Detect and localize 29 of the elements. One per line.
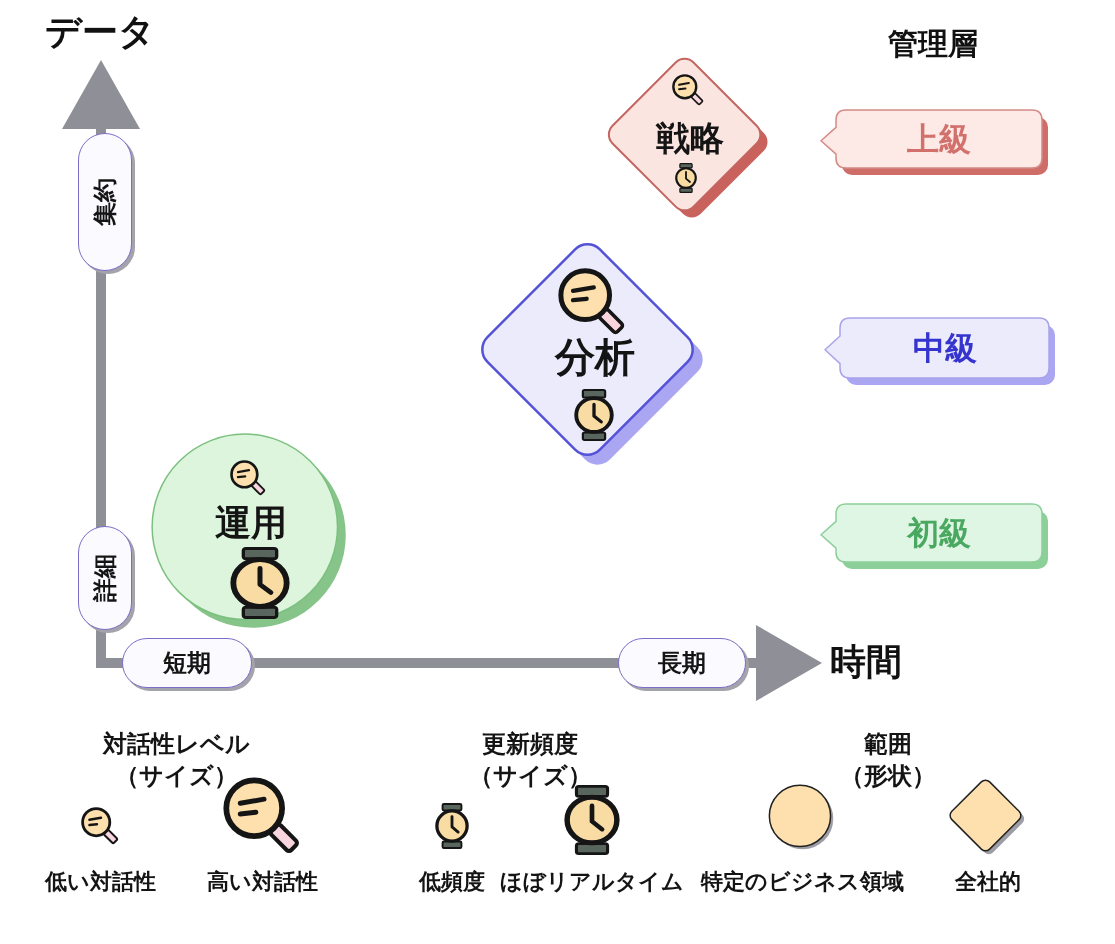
legend-label: ほぼリアルタイム (500, 869, 684, 894)
level-label: 中級 (912, 328, 977, 368)
axis-pill (122, 638, 252, 688)
speech-bubble (822, 316, 1057, 388)
axis-pill (78, 526, 132, 630)
legend-heading: 範囲（形状） (840, 730, 936, 791)
legend-label: 高い対話性 (206, 869, 318, 894)
legend-label: 特定のビジネス領域 (700, 869, 904, 894)
axis-title: 時間 (830, 640, 902, 684)
legend-label: 全社的 (955, 869, 1021, 894)
level-label: 初級 (907, 513, 971, 553)
axis-tick-label: 長期 (658, 649, 706, 677)
axis-pill (78, 133, 132, 271)
column-heading: 管理層 (888, 26, 978, 62)
legend-label: 低い対話性 (44, 869, 156, 894)
axis-tick-label: 詳細 (91, 554, 119, 602)
legend-label: 低頻度 (419, 869, 485, 894)
speech-bubble (818, 108, 1050, 178)
axis-tick-label: 集約 (91, 178, 119, 226)
axis-title: データ (45, 10, 155, 54)
node-title: 分析 (555, 333, 635, 381)
node-title: 運用 (215, 501, 287, 545)
axis-pill (618, 638, 746, 688)
axis-tick-label: 短期 (163, 649, 211, 677)
node-title: 戦略 (656, 117, 724, 159)
speech-bubble (818, 502, 1050, 572)
legend-heading: 対話性レベル（サイズ） (102, 730, 250, 791)
level-label: 上級 (907, 119, 971, 159)
legend-heading: 更新頻度（サイズ） (468, 730, 592, 791)
